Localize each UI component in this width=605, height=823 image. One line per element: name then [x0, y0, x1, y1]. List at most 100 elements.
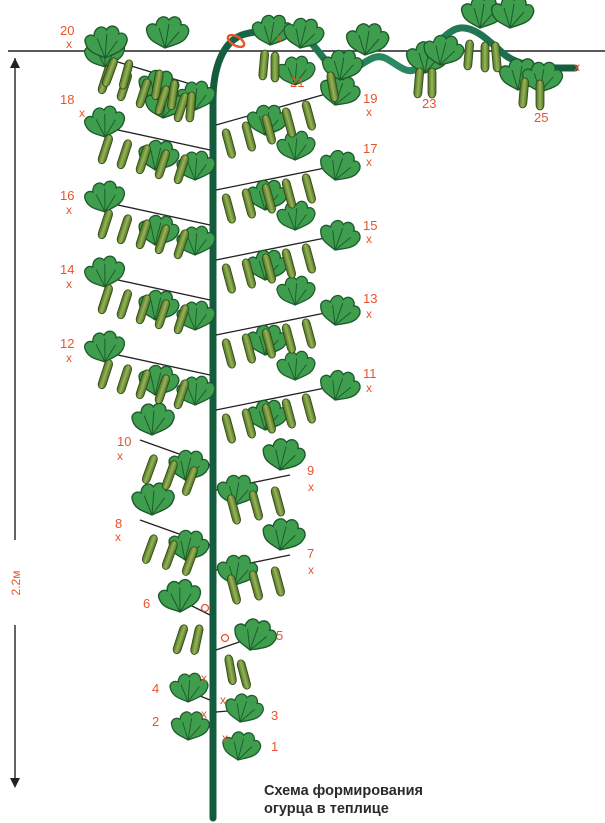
node-label-20: 20: [60, 23, 74, 38]
node-label-5: 5: [276, 628, 283, 643]
cucumber-fruit: [172, 624, 189, 655]
cucumber-fruit: [161, 540, 179, 571]
pinch-mark: x: [366, 307, 372, 321]
diagram-caption: Схема формирования огурца в теплице: [264, 782, 594, 818]
cucumber-fruit: [224, 654, 237, 685]
node-label-1: 1: [271, 739, 278, 754]
cucumber-fruit: [270, 486, 285, 517]
cucumber-fruit: [481, 42, 489, 72]
pinch-mark: x: [366, 105, 372, 119]
leaf-icon: [83, 179, 127, 215]
cucumber-fruit: [116, 214, 133, 245]
cucumber-fruit: [141, 534, 159, 565]
leaf-icon: [262, 437, 307, 472]
cucumber-fruit: [97, 359, 114, 390]
leaf-icon: [156, 577, 203, 615]
pinch-mark: x: [222, 731, 228, 745]
cucumber-fruit: [221, 128, 236, 159]
node-label-16: 16: [60, 188, 74, 203]
cucumber-fruit: [221, 413, 236, 444]
node-label-13: 13: [363, 291, 377, 306]
cucumber-fruit: [221, 338, 236, 369]
pinch-mark: x: [66, 203, 72, 217]
cucumber-fruit: [301, 393, 316, 424]
leaf-icon: [276, 350, 316, 381]
leaf-icon: [276, 130, 316, 161]
node-label-18: 18: [60, 92, 74, 107]
node-label-15: 15: [363, 218, 377, 233]
pinch-mark: x: [366, 232, 372, 246]
node-label-14: 14: [60, 262, 74, 277]
cucumber-fruit: [536, 80, 544, 110]
cucumber-fruit: [236, 659, 251, 690]
caption-line-2: огурца в теплице: [264, 800, 594, 818]
leaf-icon: [276, 275, 316, 306]
pinch-mark: x: [117, 449, 123, 463]
height-dimension: 2.2м: [9, 58, 23, 788]
leaf-icon: [283, 17, 325, 50]
leaf-icon: [147, 17, 189, 48]
node-label-8: 8: [115, 516, 122, 531]
cucumber-fruit: [97, 209, 114, 240]
cucumber-fruit: [301, 243, 316, 274]
cucumber-fruit: [428, 68, 436, 98]
leaf-icon: [232, 616, 279, 654]
pinch-mark: x: [66, 277, 72, 291]
cucumber-fruit: [221, 193, 236, 224]
cucumber-fruit: [248, 490, 263, 521]
node-label-21: 21: [290, 75, 304, 90]
pinch-mark: x: [308, 563, 314, 577]
node-label-12: 12: [60, 336, 74, 351]
cucumber-fruit: [248, 570, 263, 601]
node-label-11: 11: [363, 366, 377, 381]
cucumber-fruit: [161, 460, 179, 491]
cucumber-fruit: [271, 52, 279, 82]
pinch-mark: x: [201, 707, 207, 721]
leaf-icon: [276, 200, 316, 231]
cucumber-fruit: [221, 263, 236, 294]
pinch-mark: x: [366, 155, 372, 169]
cucumber-fruit: [463, 40, 474, 71]
pinch-mark: x: [276, 31, 282, 45]
leaf-icon: [318, 293, 362, 329]
cucumber-fruit: [97, 284, 114, 315]
leaf-icon: [131, 402, 176, 437]
pinch-mark: x: [115, 530, 121, 544]
node-label-19: 19: [363, 91, 377, 106]
cucumber-fruit: [301, 173, 316, 204]
leaf-icon: [224, 692, 265, 725]
cucumber-fruit: [116, 289, 133, 320]
cucumber-fruit: [116, 139, 133, 170]
leaf-icon: [83, 254, 127, 290]
pinch-mark: x: [220, 693, 226, 707]
height-label: 2.2м: [9, 571, 23, 596]
leaf-icon: [318, 148, 362, 184]
cucumber-fruit: [301, 100, 316, 131]
node-label-10: 10: [117, 434, 131, 449]
pinch-mark: x: [574, 60, 580, 74]
node-label-3: 3: [271, 708, 278, 723]
node-label-2: 2: [152, 714, 159, 729]
pinch-mark: x: [308, 480, 314, 494]
leaf-icon: [262, 517, 307, 552]
pinch-mark: x: [79, 106, 85, 120]
node-label-7: 7: [307, 546, 314, 561]
caption-line-1: Схема формирования: [264, 782, 594, 800]
cucumber-fruit: [116, 364, 133, 395]
leaf-icon: [492, 0, 534, 28]
leaf-icon: [318, 368, 362, 404]
leaf-icon: [83, 104, 127, 140]
node-label-4: 4: [152, 681, 159, 696]
cucumber-fruit: [141, 454, 159, 485]
foliage-group: [83, 0, 563, 762]
tendril-mark: [202, 605, 209, 612]
node-label-6: 6: [143, 596, 150, 611]
tendril-mark: [222, 635, 229, 642]
cucumber-fruit: [270, 566, 285, 597]
cucumber-fruit: [97, 134, 114, 165]
node-label-9: 9: [307, 463, 314, 478]
cucumber-fruit: [258, 50, 269, 81]
pinch-mark: x: [201, 671, 207, 685]
pinch-mark: x: [66, 351, 72, 365]
